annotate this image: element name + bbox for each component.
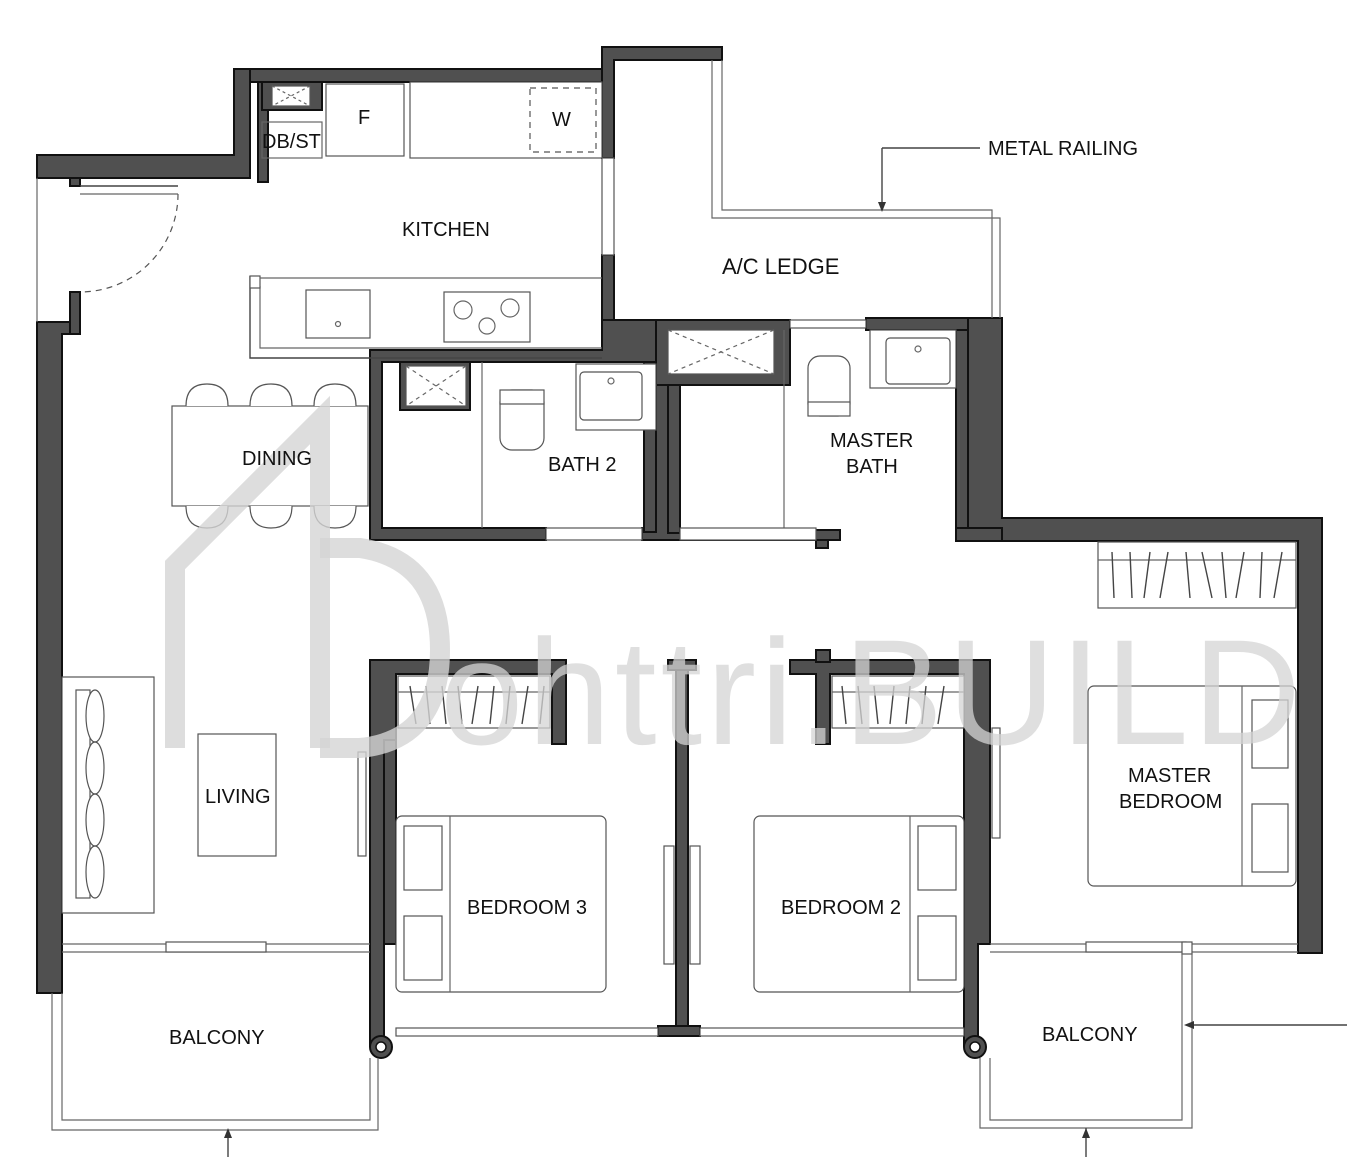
label-bedroom3: BEDROOM 3 bbox=[467, 897, 587, 919]
room-labels: DB/ST F W KITCHEN A/C LEDGE METAL RAILIN… bbox=[169, 107, 1222, 1049]
living-furniture bbox=[61, 676, 367, 914]
bedroom3-walls bbox=[369, 659, 567, 1059]
label-washer: W bbox=[552, 109, 571, 131]
label-fridge: F bbox=[358, 107, 370, 129]
label-balcony-right: BALCONY bbox=[1042, 1024, 1138, 1046]
ac-ledge bbox=[711, 60, 1001, 318]
balcony-left bbox=[51, 941, 379, 1157]
bedroom2-furniture bbox=[753, 675, 1001, 993]
label-living: LIVING bbox=[205, 786, 271, 808]
label-metal-railing: METAL RAILING bbox=[988, 138, 1138, 160]
label-kitchen: KITCHEN bbox=[402, 219, 490, 241]
bedroom-partition bbox=[657, 659, 701, 1037]
balcony-right bbox=[979, 941, 1347, 1157]
kitchen-fixtures bbox=[249, 81, 615, 359]
label-master-bedroom-2: BEDROOM bbox=[1119, 791, 1222, 813]
exterior-walls bbox=[36, 46, 1323, 994]
label-dining: DINING bbox=[242, 448, 312, 470]
label-bath2: BATH 2 bbox=[548, 454, 617, 476]
label-db-st: DB/ST bbox=[262, 131, 321, 153]
bedroom-windows bbox=[395, 1027, 965, 1037]
label-master-bath-2: BATH bbox=[846, 456, 898, 478]
label-master-bath-1: MASTER bbox=[830, 430, 913, 452]
label-master-bedroom-1: MASTER bbox=[1128, 765, 1211, 787]
entrance-door[interactable] bbox=[36, 178, 179, 322]
label-balcony-left: BALCONY bbox=[169, 1027, 265, 1049]
label-bedroom2: BEDROOM 2 bbox=[781, 897, 901, 919]
bath-fixtures bbox=[405, 319, 957, 541]
master-bedroom-furniture bbox=[1087, 541, 1297, 887]
label-ac-ledge: A/C LEDGE bbox=[722, 254, 839, 279]
watermark: ohttri.BUILD bbox=[165, 395, 1305, 776]
watermark-text: ohttri.BUILD bbox=[440, 608, 1305, 776]
